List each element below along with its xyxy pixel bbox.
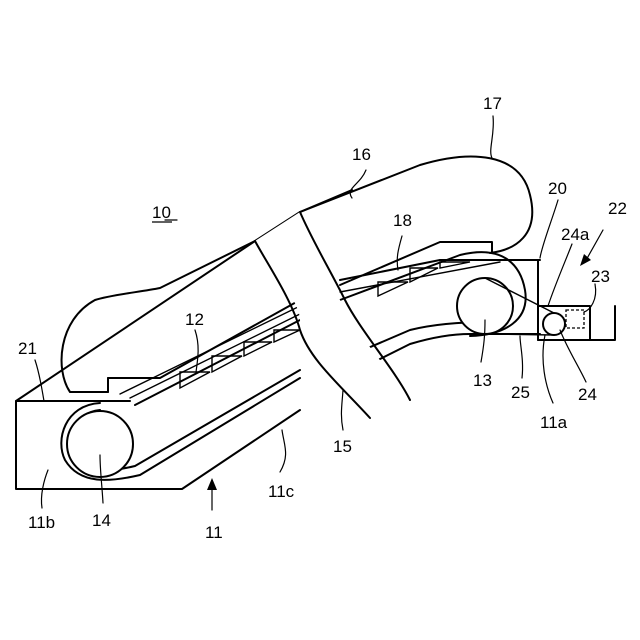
label-11: 11 <box>205 523 223 542</box>
label-16: 16 <box>352 145 371 164</box>
label-20: 20 <box>548 179 567 198</box>
label-17: 17 <box>483 94 502 113</box>
label-14: 14 <box>92 511 111 530</box>
label-24a: 24a <box>561 225 590 244</box>
label-22: 22 <box>608 199 627 218</box>
label-11b: 11b <box>28 513 55 532</box>
label-23: 23 <box>591 267 610 286</box>
label-10: 10 <box>152 203 171 222</box>
label-15: 15 <box>333 437 352 456</box>
label-24: 24 <box>578 385 597 404</box>
label-18: 18 <box>393 211 412 230</box>
label-21: 21 <box>18 339 37 358</box>
label-11a: 11a <box>540 413 568 432</box>
label-13: 13 <box>473 371 492 390</box>
label-11c: 11c <box>268 482 295 501</box>
label-25: 25 <box>511 383 530 402</box>
label-12: 12 <box>185 310 204 329</box>
